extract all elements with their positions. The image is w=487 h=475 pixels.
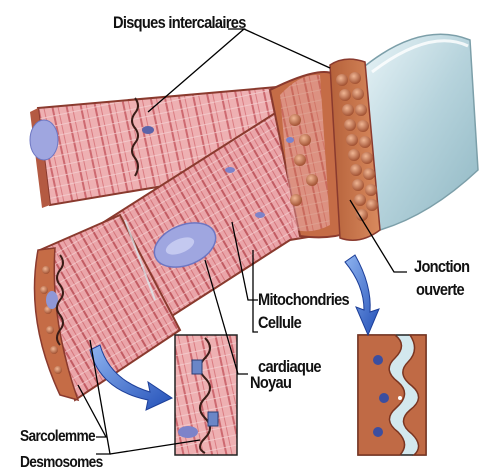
label-disques-intercalaires: Disques intercalaires: [113, 14, 246, 32]
label-desmosomes: Desmosomes: [20, 454, 103, 472]
label-jonction: Jonction: [414, 258, 469, 276]
gap-junction-inset: [358, 335, 426, 455]
label-mitochondries: Mitochondries: [258, 291, 349, 309]
desmosome-inset: [175, 335, 237, 455]
label-cellule: Cellule: [258, 314, 301, 332]
label-ouverte: ouverte: [416, 281, 464, 299]
label-noyau: Noyau: [250, 374, 291, 392]
curved-arrow-icon: [345, 255, 379, 335]
label-sarcolemme: Sarcolemme: [20, 428, 95, 446]
nucleus-upper: [30, 120, 58, 160]
fiber-end-section: [330, 34, 478, 240]
